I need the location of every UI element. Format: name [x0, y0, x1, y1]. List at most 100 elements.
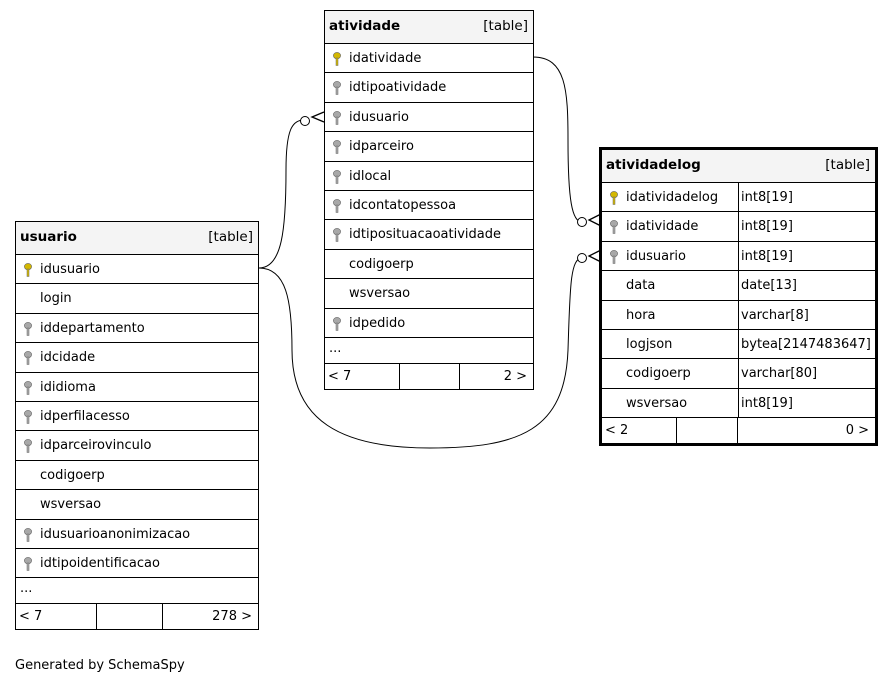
parent-count: < 7	[328, 368, 352, 384]
column-name: idcidade	[40, 350, 96, 366]
column-type: date[13]	[741, 278, 797, 294]
foreign-key-icon	[23, 351, 33, 365]
edge-atividade-atividadelog-optional-end	[577, 217, 587, 227]
column-name: idtipoidentificacao	[40, 555, 160, 571]
column-name: data	[626, 278, 656, 294]
child-count-cell[interactable]: 0 >	[738, 418, 875, 443]
foreign-key-icon	[23, 410, 33, 424]
parent-count-cell[interactable]: < 2	[602, 418, 676, 443]
column-name: idperfilacesso	[40, 408, 130, 424]
column-row-idtipoatividade[interactable]: idtipoatividade	[325, 73, 533, 103]
child-count-cell[interactable]: 2 >	[460, 364, 533, 389]
generated-by-label: Generated by SchemaSpy	[15, 658, 185, 673]
column-row-idatividade[interactable]: idatividade	[325, 44, 533, 74]
column-name: wsversao	[626, 395, 688, 411]
column-name: idatividade	[626, 219, 699, 235]
column-name: idusuarioanonimizacao	[40, 526, 191, 542]
column-name: idatividade	[349, 51, 422, 66]
column-row-idcidade[interactable]: idcidade	[16, 343, 258, 373]
column-row-idcontatopessoa[interactable]: idcontatopessoa	[325, 191, 533, 221]
column-row-iddepartamento[interactable]: iddepartamento	[16, 314, 258, 344]
edge-usuario-atividade-crow-foot	[310, 111, 325, 123]
more-columns-ellipsis: ...	[329, 340, 342, 356]
foreign-key-icon	[332, 199, 342, 213]
column-row-data[interactable]: data date[13]	[602, 271, 875, 301]
table-footer: < 7 2 >	[325, 363, 533, 389]
column-name: iddepartamento	[40, 320, 145, 336]
parent-count-cell[interactable]: < 7	[16, 604, 96, 629]
column-row-wsversao[interactable]: wsversao	[16, 490, 258, 520]
column-type-cell: int8[19]	[738, 212, 875, 241]
column-type: int8[19]	[741, 219, 793, 235]
column-name: codigoerp	[626, 366, 691, 382]
column-row-idparceiro[interactable]: idparceiro	[325, 132, 533, 162]
column-type-cell: varchar[80]	[738, 359, 875, 388]
more-columns-ellipsis: ...	[20, 581, 33, 597]
table-footer: < 2 0 >	[602, 418, 875, 444]
column-row-idusuario[interactable]: idusuario	[325, 103, 533, 133]
table-name[interactable]: atividadelog	[606, 157, 701, 173]
column-name: idparceiro	[349, 139, 414, 155]
column-row-idusuario[interactable]: idusuario	[16, 255, 258, 285]
column-name: idtiposituacaoatividade	[349, 227, 501, 243]
column-name: idcontatopessoa	[349, 197, 457, 213]
edge-atividade-atividadelog	[532, 56, 583, 223]
column-row-login[interactable]: login	[16, 284, 258, 314]
column-row-idparceirovinculo[interactable]: idparceirovinculo	[16, 431, 258, 461]
table-usuario[interactable]: usuario [table] idusuario login iddepartam…	[15, 221, 259, 631]
column-type: int8[19]	[741, 248, 793, 264]
more-columns-row[interactable]: ...	[325, 338, 533, 364]
foreign-key-icon	[23, 439, 33, 454]
column-type-cell: int8[19]	[738, 183, 875, 212]
table-type-label: [table]	[825, 157, 870, 173]
column-row-idatividade[interactable]: idatividade int8[19]	[602, 212, 875, 242]
column-row-idperfilacesso[interactable]: idperfilacesso	[16, 402, 258, 432]
column-row-codigoerp[interactable]: codigoerp	[325, 250, 533, 280]
column-type: int8[19]	[741, 395, 793, 411]
column-name: idusuario	[349, 109, 409, 125]
column-name: idtipoatividade	[349, 80, 447, 96]
primary-key-icon	[332, 52, 342, 66]
column-type-cell: int8[19]	[738, 241, 875, 271]
column-row-wsversao[interactable]: wsversao int8[19]	[602, 388, 875, 419]
column-row-idtipoidentificacao[interactable]: idtipoidentificacao	[16, 549, 258, 579]
column-name: hora	[626, 307, 656, 323]
child-count-cell[interactable]: 278 >	[163, 604, 258, 629]
column-name: login	[40, 291, 72, 307]
column-type: varchar[8]	[741, 307, 809, 323]
table-name[interactable]: atividade	[329, 18, 401, 34]
column-name: idusuario	[40, 262, 100, 277]
table-name[interactable]: usuario	[20, 229, 77, 245]
row-count-cell	[399, 363, 460, 389]
column-row-codigoerp[interactable]: codigoerp varchar[80]	[602, 359, 875, 389]
column-type-cell: date[13]	[738, 271, 875, 300]
table-header: usuario [table]	[16, 222, 258, 255]
column-row-idtiposituacaoatividade[interactable]: idtiposituacaoatividade	[325, 220, 533, 250]
row-count-cell	[96, 604, 163, 630]
parent-count-cell[interactable]: < 7	[325, 364, 399, 389]
edge-usuario-atividade	[258, 119, 305, 269]
column-type-cell: varchar[8]	[738, 300, 875, 329]
column-row-ididioma[interactable]: ididioma	[16, 373, 258, 402]
table-atividadelog[interactable]: atividadelog [table] idatividadelog int8[…	[599, 147, 878, 447]
column-row-codigoerp[interactable]: codigoerp	[16, 461, 258, 491]
column-name: codigoerp	[349, 256, 414, 272]
edge-usuario-atividadelog-optional-end	[577, 253, 587, 263]
more-columns-row[interactable]: ...	[16, 578, 258, 605]
column-row-idpedido[interactable]: idpedido	[325, 309, 533, 338]
column-row-idlocal[interactable]: idlocal	[325, 162, 533, 191]
column-name: idatividadelog	[626, 190, 719, 205]
column-type-cell: int8[19]	[738, 388, 875, 418]
column-row-idatividadelog[interactable]: idatividadelog int8[19]	[602, 183, 875, 213]
column-type-cell: bytea[2147483647]	[738, 329, 875, 359]
column-name: wsversao	[349, 286, 411, 302]
column-row-idusuarioanonimizacao[interactable]: idusuarioanonimizacao	[16, 520, 258, 549]
column-type: varchar[80]	[741, 366, 818, 382]
column-row-wsversao[interactable]: wsversao	[325, 279, 533, 309]
foreign-key-icon	[332, 81, 342, 96]
column-name: wsversao	[40, 497, 102, 513]
column-row-hora[interactable]: hora varchar[8]	[602, 300, 875, 330]
